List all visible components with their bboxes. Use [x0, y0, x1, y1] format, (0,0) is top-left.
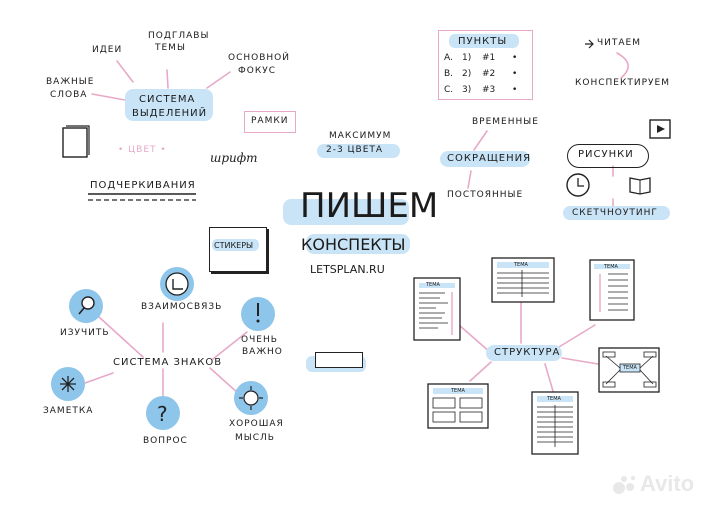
important-label-line2: ВАЖНО	[242, 347, 283, 357]
color-label-text: ЦВЕТ	[128, 145, 157, 155]
read-label: ЧИТАЕМ	[597, 38, 642, 48]
color-dot-right: •	[156, 145, 167, 155]
points-box	[438, 30, 533, 100]
title-marker-2	[306, 234, 410, 254]
good-thought-label-line1: ХОРОШАЯ	[229, 419, 284, 429]
points-row: B. 2) #2 •	[444, 69, 528, 85]
points-row: C. 3) #3 •	[444, 85, 528, 101]
points-row-bullet: •	[512, 53, 518, 63]
magnifier-icon	[69, 289, 103, 323]
note-label: ЗАМЕТКА	[43, 406, 94, 416]
max-colors-line1: МАКСИМУМ	[329, 131, 392, 141]
points-title-marker	[449, 34, 519, 48]
layout-card-4-title: ТЕМА	[623, 365, 637, 371]
frames-box	[244, 111, 296, 133]
avito-watermark: Avito	[612, 471, 695, 496]
bookmark-card	[315, 352, 363, 368]
points-row-num: 2)	[462, 69, 472, 79]
stickers-label: СТИКЕРЫ	[214, 241, 254, 250]
permanent-label: ПОСТОЯННЫЕ	[447, 190, 524, 200]
layout-card-2-title: ТЕМА	[514, 262, 528, 268]
keywords-label-line2: СЛОВА	[50, 90, 88, 100]
highlight-system-marker	[125, 89, 213, 121]
question-icon: ?	[146, 396, 180, 430]
relation-icon	[160, 267, 194, 301]
page-title-line1: ПИШЕМ	[300, 186, 439, 226]
signs-label: СИСТЕМА ЗНАКОВ	[113, 357, 223, 368]
structure-marker	[486, 345, 562, 361]
points-row-num: 3)	[462, 85, 472, 95]
layout-card-3-title: ТЕМА	[604, 264, 618, 270]
abbrev-marker	[440, 151, 530, 167]
layout-card-2	[491, 257, 555, 303]
points-row-bullet: •	[512, 85, 518, 95]
important-label-line1: ОЧЕНЬ	[241, 335, 278, 345]
points-row-letter: C.	[444, 85, 454, 95]
sticker-marker	[212, 239, 259, 251]
points-row-letter: B.	[444, 69, 454, 79]
points-row: A. 1) #1 •	[444, 53, 528, 69]
points-row-hash: #1	[482, 53, 496, 63]
question-label: ВОПРОС	[143, 436, 188, 446]
layout-card-6-title: ТЕМА	[547, 396, 561, 402]
layout-card-6	[531, 391, 579, 455]
font-label: шрифт	[210, 151, 258, 165]
relation-label: ВЗАИМОСВЯЗЬ	[141, 302, 223, 312]
layout-card-5-title: ТЕМА	[451, 388, 465, 394]
underline-label: ПОДЧЕРКИВАНИЯ	[90, 180, 196, 191]
drawings-oval	[567, 144, 649, 168]
points-rows: A. 1) #1 • B. 2) #2 • C. 3) #3 •	[444, 53, 528, 101]
keywords-label-line1: ВАЖНЫЕ	[46, 77, 95, 87]
focus-label-line2: ФОКУС	[238, 66, 276, 76]
highlight-system-label-line1: СИСТЕМА	[139, 94, 196, 105]
exclamation-icon	[241, 297, 275, 331]
layout-card-4	[598, 347, 660, 393]
layout-card-1-title: ТЕМА	[426, 282, 440, 288]
chapters-label-line2: ТЕМЫ	[155, 43, 186, 53]
color-label: • ЦВЕТ •	[118, 145, 167, 156]
ideas-label: ИДЕИ	[92, 45, 123, 55]
structure-label: СТРУКТУРА	[494, 347, 561, 358]
site-url: LETSPLAN.RU	[310, 263, 385, 276]
sketch-label: СКЕТЧНОУТИНГ	[572, 208, 658, 218]
points-row-num: 1)	[462, 53, 472, 63]
color-dot-left: •	[118, 145, 129, 155]
page-title-line2: КОНСПЕКТЫ	[301, 235, 406, 254]
good-thought-label-line2: МЫСЛЬ	[235, 433, 275, 443]
layout-card-3	[589, 259, 635, 321]
highlight-system-label-line2: ВЫДЕЛЕНИЙ	[132, 108, 208, 119]
points-row-hash: #3	[482, 85, 496, 95]
points-row-hash: #2	[482, 69, 496, 79]
max-colors-marker	[317, 144, 400, 158]
layout-card-1	[413, 277, 461, 341]
points-row-bullet: •	[512, 69, 518, 79]
frames-label: РАМКИ	[251, 116, 289, 126]
points-row-letter: A.	[444, 53, 453, 63]
svg-text:?: ?	[157, 402, 168, 426]
max-colors-line2: 2-3 ЦВЕТА	[326, 145, 384, 155]
asterisk-icon	[51, 367, 85, 401]
focus-label-line1: ОСНОВНОЙ	[228, 53, 290, 63]
abbrev-label: СОКРАЩЕНИЯ	[447, 153, 532, 164]
sketch-marker	[563, 206, 670, 220]
avito-logo-icon	[613, 475, 636, 494]
points-title: ПУНКТЫ	[458, 36, 508, 47]
temporary-label: ВРЕМЕННЫЕ	[472, 117, 539, 127]
layout-card-5	[427, 383, 489, 429]
title-marker-1	[283, 199, 409, 225]
summarize-label: КОНСПЕКТИРУЕМ	[575, 78, 670, 88]
drawings-label: РИСУНКИ	[578, 149, 634, 160]
avito-watermark-text: Avito	[640, 471, 695, 496]
sparkle-icon	[234, 381, 268, 415]
chapters-label-line1: ПОДГЛАВЫ	[148, 31, 210, 41]
study-label: ИЗУЧИТЬ	[60, 328, 110, 338]
